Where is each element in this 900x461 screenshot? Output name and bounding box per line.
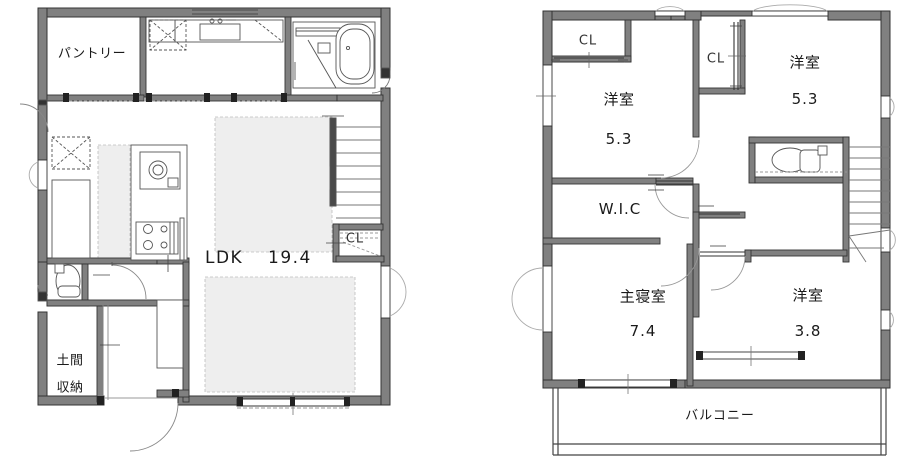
room-label-balcony: バルコニー (685, 408, 755, 424)
room-label-ldk: LDK (205, 248, 244, 268)
room-area-western-se: 3.8 (794, 322, 822, 340)
room-label-doma-line2: 収納 (56, 380, 84, 396)
room-label-pantry: パントリー (57, 46, 127, 62)
room-area-ldk: 19.4 (268, 248, 312, 268)
room-label-main-bedroom: 主寝室 (619, 287, 667, 306)
room-label-western-nw: 洋室 (603, 90, 635, 109)
room-label-doma-line1: 土間 (56, 353, 84, 369)
room-label-closet-n: CL (706, 51, 726, 67)
room-area-western-nw: 5.3 (605, 130, 633, 148)
room-label-closet-1f: CL (345, 231, 365, 247)
floor1-group (19, 7, 407, 452)
room-area-main-bedroom: 7.4 (629, 322, 657, 340)
floor2-outer-walls (542, 10, 891, 389)
floor2-inner-walls (542, 19, 850, 387)
room-area-western-ne: 5.3 (791, 90, 819, 108)
room-label-western-ne: 洋室 (789, 53, 821, 72)
room-label-closet-nw: CL (578, 33, 598, 49)
floor2-fixtures (511, 4, 896, 456)
room-label-western-se: 洋室 (792, 286, 824, 305)
floor1-shading (97, 116, 356, 393)
floor2-group (511, 4, 896, 456)
room-label-wic: W.I.C (598, 200, 642, 218)
floor1-fixtures (19, 9, 407, 452)
